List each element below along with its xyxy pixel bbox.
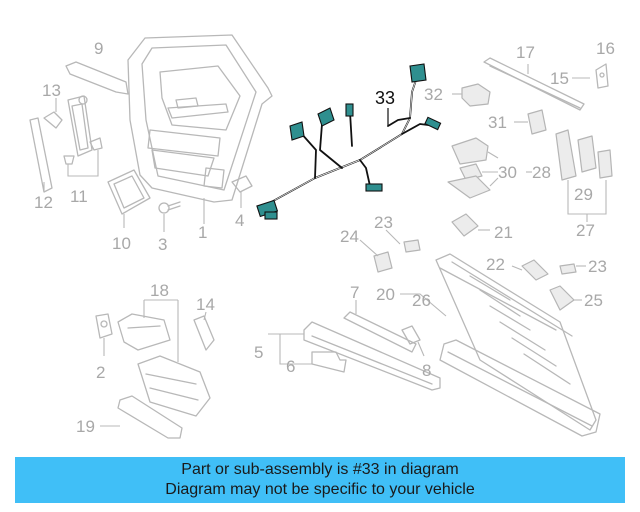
callout-7: 7 — [350, 283, 359, 302]
callout-9: 9 — [94, 39, 103, 58]
callout-5: 5 — [254, 343, 263, 362]
parts-15-16-17 — [483, 57, 609, 111]
part-21 — [451, 213, 490, 237]
banner-line-2: Diagram may not be specific to your vehi… — [165, 481, 475, 498]
parts-23-24 — [359, 229, 421, 273]
callout-27: 27 — [576, 221, 595, 240]
callout-15: 15 — [550, 69, 569, 88]
callout-20: 20 — [376, 285, 395, 304]
part-10-cover — [107, 169, 151, 215]
callout-25: 25 — [584, 291, 603, 310]
part-4-clip — [231, 175, 253, 208]
callout-24: 24 — [340, 227, 359, 246]
callout-22: 22 — [486, 255, 505, 274]
callout-10: 10 — [112, 234, 131, 253]
part-9-strip — [65, 61, 129, 95]
callout-19: 19 — [76, 417, 95, 436]
info-banner: Part or sub-assembly is #33 in diagram D… — [15, 457, 625, 503]
callout-12: 12 — [34, 193, 53, 212]
callout-3: 3 — [158, 235, 167, 254]
parts-22-23-25 — [511, 259, 586, 311]
callout-18: 18 — [150, 281, 169, 300]
part-3-screw — [158, 201, 181, 232]
callout-33: 33 — [375, 88, 395, 108]
callout-26: 26 — [412, 291, 431, 310]
window-shade — [400, 253, 601, 437]
callout-1: 1 — [198, 223, 207, 242]
callout-30: 30 — [498, 163, 517, 182]
callout-23a: 23 — [374, 213, 393, 232]
parts-12-13-11 — [29, 95, 103, 193]
callout-13: 13 — [42, 81, 61, 100]
door-trim-panel — [127, 34, 273, 203]
callout-21: 21 — [494, 223, 513, 242]
parts-27-28-29-30 — [447, 129, 613, 222]
callout-4: 4 — [235, 211, 244, 230]
callout-28: 28 — [532, 163, 551, 182]
callout-2: 2 — [96, 363, 105, 382]
callout-8: 8 — [422, 361, 431, 380]
callout-16: 16 — [596, 39, 615, 58]
callout-23b: 23 — [588, 257, 607, 276]
callout-14: 14 — [196, 295, 215, 314]
wiring-harness-33 — [256, 63, 442, 220]
callout-32: 32 — [424, 85, 443, 104]
part-31 — [514, 109, 547, 135]
callout-31: 31 — [488, 113, 507, 132]
part-32 — [452, 83, 491, 107]
callout-6: 6 — [286, 357, 295, 376]
callout-11: 11 — [70, 187, 88, 206]
callout-29: 29 — [574, 185, 593, 204]
callouts: 1 2 3 4 5 6 7 8 9 10 11 12 13 14 15 16 1… — [34, 39, 615, 436]
parts-5-6-7-8 — [268, 300, 441, 391]
banner-line-1: Part or sub-assembly is #33 in diagram — [181, 461, 459, 478]
callout-17: 17 — [516, 43, 535, 62]
parts-diagram: 1 2 3 4 5 6 7 8 9 10 11 12 13 14 15 16 1… — [29, 34, 615, 439]
parts-2-14-18-19 — [95, 299, 215, 439]
